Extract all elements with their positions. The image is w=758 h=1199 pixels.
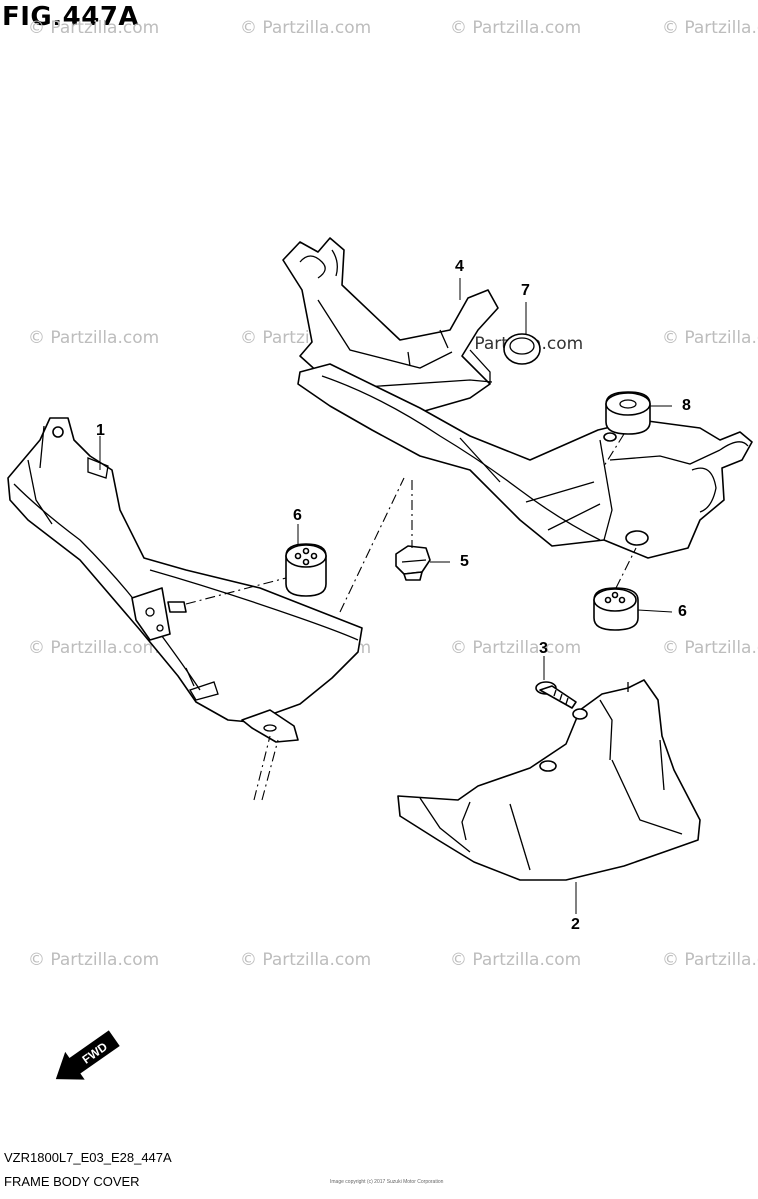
watermark: © Partzilla.com	[450, 638, 582, 658]
part-6-damper-left	[285, 543, 327, 597]
diagram-code: VZR1800L7_E03_E28_447A	[4, 1150, 172, 1165]
watermark: © Partzilla.com	[450, 950, 582, 970]
assembly-line	[615, 547, 637, 589]
callout-4: 4	[455, 258, 464, 275]
watermark: © Partzilla.com	[28, 18, 160, 38]
callout-6-left: 6	[293, 507, 302, 524]
watermark: © Partzilla.com	[662, 18, 758, 38]
watermark: © Partzilla.com	[662, 638, 758, 658]
part-8-cushion	[605, 391, 651, 435]
assembly-line	[185, 577, 287, 605]
watermark: © Partzilla.com	[28, 328, 160, 348]
callout-1: 1	[96, 422, 105, 439]
part-1-left-cover	[7, 417, 363, 743]
assembly-line	[261, 739, 279, 801]
callout-2: 2	[571, 916, 580, 933]
diagram-caption: FRAME BODY COVER	[4, 1174, 140, 1189]
watermark: © Partzilla.com	[28, 950, 160, 970]
part-7-grommet	[503, 333, 541, 365]
assembly-line	[603, 433, 625, 467]
figure-title: FIG.447A	[2, 2, 140, 32]
watermark: © Partzilla.com	[240, 18, 372, 38]
fwd-arrow-icon: FWD	[55, 1030, 120, 1080]
part-5-clip	[395, 545, 431, 581]
callout-6-right: 6	[678, 603, 687, 620]
fine-print: Image copyright (c) 2017 Suzuki Motor Co…	[330, 1179, 444, 1185]
watermark: © Partzilla.com	[28, 638, 160, 658]
assembly-line	[339, 477, 405, 613]
watermark: © Partzilla.com	[240, 950, 372, 970]
leader-line	[637, 609, 673, 613]
part-2-lower-cover	[397, 679, 701, 881]
watermark: © Partzilla.com	[450, 18, 582, 38]
part-3-screw	[535, 681, 577, 709]
callout-5: 5	[460, 553, 469, 570]
watermark: © Partzilla.com	[662, 950, 758, 970]
watermark: © Partzilla.com	[662, 328, 758, 348]
part-6-damper-right	[593, 587, 639, 631]
assembly-line	[253, 735, 271, 801]
callout-7: 7	[521, 282, 530, 299]
callout-8: 8	[682, 397, 691, 414]
part-4-rail	[297, 363, 753, 559]
callout-3: 3	[539, 640, 548, 657]
